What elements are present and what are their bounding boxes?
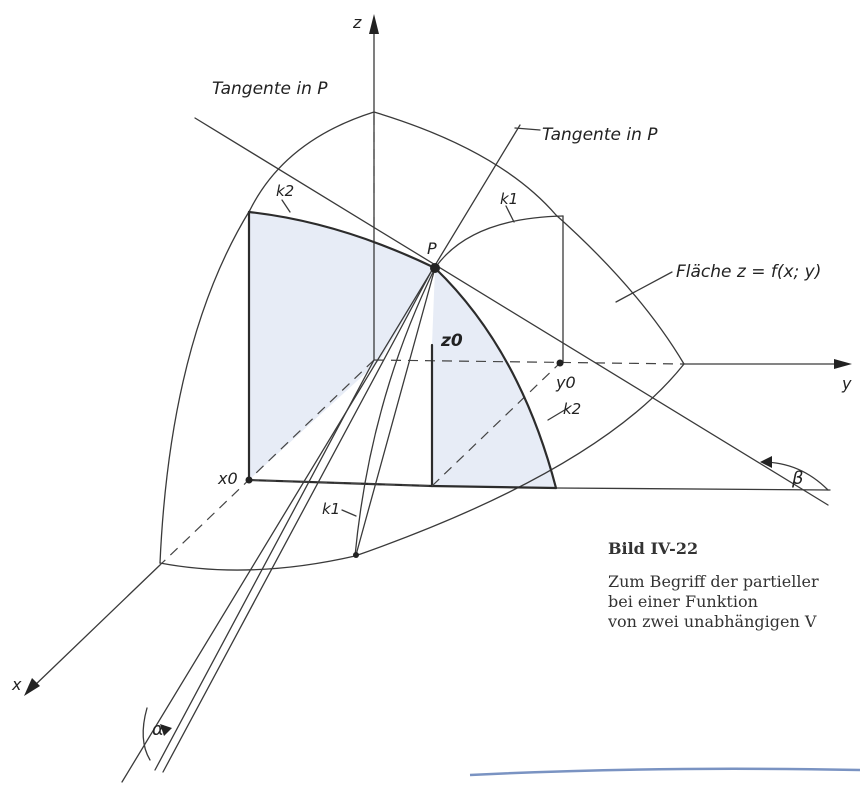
alpha-angle-arc bbox=[142, 707, 151, 761]
y0-label: y0 bbox=[555, 373, 576, 392]
k2-top-label: k2 bbox=[276, 182, 294, 200]
curve-k2-upper bbox=[247, 210, 437, 270]
curve-k2-lower bbox=[433, 266, 558, 490]
alpha-label: α bbox=[152, 719, 164, 740]
point-p-marker bbox=[430, 263, 440, 273]
y-axis-arrowhead bbox=[834, 359, 852, 369]
x0-dashed-line bbox=[248, 479, 436, 487]
projection-line-1 bbox=[154, 359, 375, 771]
point-x0-marker bbox=[245, 476, 253, 484]
tangent-left-label: Tangente in P bbox=[212, 79, 328, 99]
tangent-right-label: Tangente in P bbox=[542, 125, 658, 145]
beta-arrowhead bbox=[760, 456, 772, 468]
frame-mid-bottom bbox=[430, 484, 558, 490]
surface-outline-left bbox=[159, 209, 251, 564]
x-axis-label: x bbox=[11, 675, 22, 694]
shaded-section-right bbox=[432, 268, 556, 488]
k2-right-label: k2 bbox=[563, 400, 581, 418]
curve-k1-upper bbox=[434, 215, 564, 269]
point-p-label: P bbox=[427, 239, 437, 258]
caption-line-1: Zum Begriff der partieller bbox=[608, 572, 819, 591]
leader-k1-top bbox=[505, 205, 515, 223]
leader-tangent-right bbox=[514, 127, 541, 131]
k1-top-label: k1 bbox=[500, 190, 518, 208]
caption-line-2: bei einer Funktion bbox=[608, 592, 758, 611]
shaded-section-left bbox=[249, 212, 435, 480]
curve-k1-connector bbox=[355, 267, 436, 556]
dashed-to-y0 bbox=[431, 362, 561, 487]
surface-outline-right bbox=[354, 363, 685, 557]
beta-label: β bbox=[791, 468, 804, 489]
z0-label: z0 bbox=[440, 331, 463, 351]
k1-bottom-label: k1 bbox=[322, 500, 340, 518]
x-axis-hidden bbox=[159, 359, 375, 566]
z-axis-arrowhead bbox=[369, 14, 379, 34]
tangent-left-line bbox=[194, 117, 829, 506]
caption-line-3: von zwei unabhängigen V bbox=[608, 612, 817, 631]
leader-k2-right bbox=[547, 407, 569, 421]
x-axis bbox=[31, 564, 161, 689]
curve-k1-lower bbox=[354, 267, 436, 557]
surface-outline-bottom bbox=[159, 555, 356, 571]
leader-k2-top bbox=[281, 199, 291, 213]
z-axis-label: z bbox=[352, 13, 362, 32]
caption-title: Bild IV-22 bbox=[608, 539, 699, 558]
y-axis-label: y bbox=[841, 374, 852, 393]
alpha-arrowhead bbox=[160, 724, 172, 736]
page-edge-line bbox=[469, 767, 860, 777]
figure-caption: Bild IV-22 Zum Begriff der partieller be… bbox=[608, 539, 860, 632]
tangent-right-line bbox=[121, 124, 521, 783]
point-k1-bottom-marker bbox=[353, 552, 359, 558]
y-axis-hidden bbox=[373, 359, 683, 365]
x0-label: x0 bbox=[217, 469, 238, 488]
surface-label: Fläche z = f(x; y) bbox=[676, 262, 821, 282]
leader-k1-bottom bbox=[341, 509, 357, 517]
projection-line-2 bbox=[162, 269, 433, 773]
point-y0-marker bbox=[556, 359, 564, 367]
bottom-extension-line bbox=[555, 487, 831, 491]
x-axis-arrowhead bbox=[24, 678, 40, 696]
leader-surface bbox=[615, 271, 673, 303]
